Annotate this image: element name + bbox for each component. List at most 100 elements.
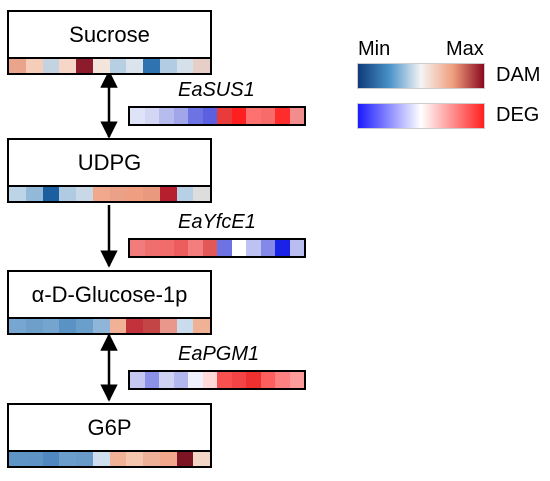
deg-heatmap-strip-easus1 (128, 106, 306, 126)
heatmap-cell (144, 108, 159, 124)
heatmap-cell (76, 452, 93, 466)
heatmap-cell (217, 108, 232, 124)
heatmap-cell (92, 319, 110, 333)
heatmap-cell (202, 240, 217, 256)
heatmap-cell (9, 319, 26, 333)
heatmap-cell (130, 240, 145, 256)
heatmap-cell (173, 372, 188, 388)
heatmap-cell (217, 372, 232, 388)
heatmap-cell (193, 59, 210, 73)
heatmap-cell (159, 240, 174, 256)
heatmap-cell (92, 59, 110, 73)
dam-heatmap-strip (9, 317, 210, 333)
heatmap-cell (159, 372, 174, 388)
heatmap-cell (188, 240, 203, 256)
legend-min-label: Min (358, 38, 391, 60)
heatmap-cell (25, 187, 43, 201)
gene-label-eayfce1: EaYfcE1 (178, 211, 256, 233)
heatmap-cell (231, 372, 246, 388)
heatmap-cell (188, 108, 203, 124)
heatmap-cell (25, 59, 43, 73)
node-label: UDPG (77, 149, 142, 175)
heatmap-cell (143, 452, 160, 466)
heatmap-cell (246, 108, 261, 124)
heatmap-cell (9, 59, 26, 73)
heatmap-cell (126, 452, 143, 466)
heatmap-cell (176, 187, 194, 201)
heatmap-cell (143, 319, 160, 333)
heatmap-cell (159, 187, 177, 201)
heatmap-cell (144, 240, 159, 256)
heatmap-cell (130, 108, 145, 124)
heatmap-cell (92, 452, 110, 466)
node-udpg: UDPG (7, 138, 212, 203)
heatmap-cell (202, 372, 217, 388)
node-g6p: G6P (7, 403, 212, 468)
heatmap-cell (188, 372, 203, 388)
heatmap-cell (92, 187, 110, 201)
heatmap-cell (109, 452, 127, 466)
heatmap-cell (275, 108, 290, 124)
heatmap-cell (25, 452, 43, 466)
heatmap-cell (176, 59, 194, 73)
heatmap-cell (176, 319, 194, 333)
heatmap-cell (126, 319, 143, 333)
heatmap-cell (193, 452, 210, 466)
legend-dam-label: DAM (496, 64, 541, 86)
heatmap-cell (231, 240, 246, 256)
heatmap-cell (289, 108, 304, 124)
heatmap-cell (42, 59, 60, 73)
heatmap-cell (202, 108, 217, 124)
node-label: Sucrose (69, 21, 150, 47)
heatmap-cell (42, 452, 60, 466)
heatmap-cell (246, 240, 261, 256)
legend-deg-label: DEG (496, 104, 540, 126)
heatmap-cell (59, 187, 76, 201)
heatmap-cell (126, 59, 143, 73)
heatmap-cell (275, 372, 290, 388)
gene-label-easus1: EaSUS1 (178, 79, 255, 101)
heatmap-cell (9, 187, 26, 201)
heatmap-cell (173, 240, 188, 256)
heatmap-cell (193, 319, 210, 333)
heatmap-cell (176, 452, 194, 466)
heatmap-cell (144, 372, 159, 388)
heatmap-cell (159, 452, 177, 466)
heatmap-cell (143, 59, 160, 73)
heatmap-cell (9, 452, 26, 466)
deg-heatmap-strip-eapgm1 (128, 370, 306, 390)
heatmap-cell (76, 187, 93, 201)
gene-label-eapgm1: EaPGM1 (178, 343, 260, 365)
heatmap-cell (193, 187, 210, 201)
heatmap-cell (260, 240, 275, 256)
heatmap-cell (289, 372, 304, 388)
dam-heatmap-strip (9, 450, 210, 466)
heatmap-cell (173, 108, 188, 124)
heatmap-cell (159, 319, 177, 333)
heatmap-cell (42, 187, 60, 201)
deg-heatmap-strip-eayfce1 (128, 238, 306, 258)
heatmap-cell (109, 187, 127, 201)
dam-heatmap-strip (9, 57, 210, 73)
node-label: G6P (87, 414, 132, 440)
heatmap-cell (143, 187, 160, 201)
heatmap-cell (59, 319, 76, 333)
heatmap-cell (59, 452, 76, 466)
heatmap-cell (109, 319, 127, 333)
node-label: α-D-Glucose-1p (31, 281, 188, 307)
heatmap-cell (25, 319, 43, 333)
legend-dam-gradient (357, 63, 485, 89)
node-glucose-1p: α-D-Glucose-1p (7, 270, 212, 335)
dam-heatmap-strip (9, 185, 210, 201)
heatmap-cell (109, 59, 127, 73)
heatmap-cell (246, 372, 261, 388)
heatmap-cell (130, 372, 145, 388)
heatmap-cell (260, 108, 275, 124)
heatmap-cell (76, 319, 93, 333)
heatmap-cell (289, 240, 304, 256)
node-sucrose: Sucrose (7, 10, 212, 75)
heatmap-cell (59, 59, 76, 73)
heatmap-cell (217, 240, 232, 256)
heatmap-cell (159, 59, 177, 73)
